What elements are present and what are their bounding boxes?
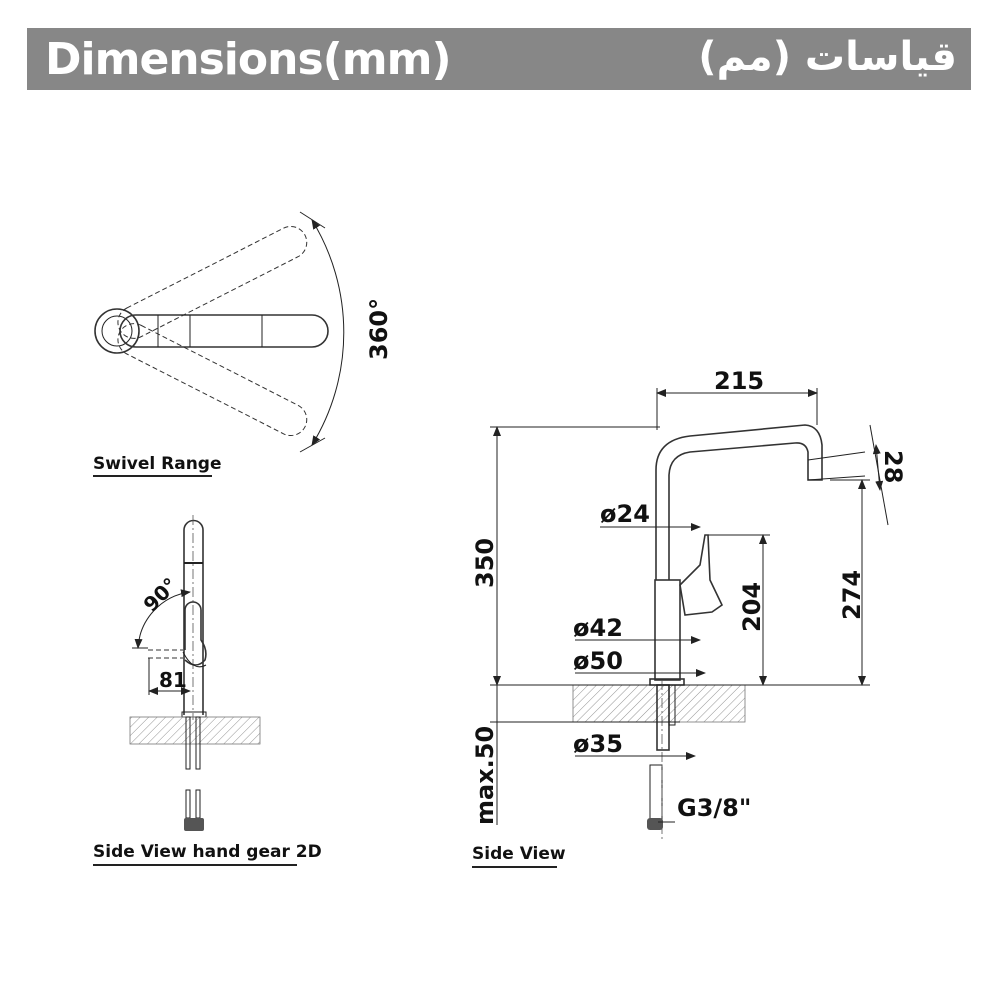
outlet-dimension: 28 <box>879 450 907 483</box>
hand-gear-offset: 81 <box>159 668 187 692</box>
lever-height-dimension: 204 <box>738 582 766 632</box>
height-dimension: 350 <box>471 538 499 588</box>
swivel-range-label: Swivel Range <box>93 454 222 474</box>
side-view-label: Side View <box>472 844 566 864</box>
side-view-drawing: 215 350 max.50 ø24 204 274 28 ø42 ø50 ø3… <box>471 367 907 868</box>
hand-gear-angle: 90° <box>139 573 183 617</box>
hole-diameter: ø35 <box>573 730 623 758</box>
title-english: Dimensions(mm) <box>45 34 452 85</box>
max-thickness-dimension: max.50 <box>471 726 499 825</box>
hand-gear-drawing: 90° 81 Side View hand gear 2D <box>93 515 322 866</box>
spout-diameter: ø24 <box>600 500 650 528</box>
base-42-diameter: ø42 <box>573 614 623 642</box>
swivel-angle: 360° <box>365 298 393 360</box>
reach-dimension: 215 <box>714 367 764 395</box>
title-arabic: قياسات (مم) <box>698 34 957 80</box>
hand-gear-label: Side View hand gear 2D <box>93 842 322 862</box>
base-50-diameter: ø50 <box>573 647 623 675</box>
connection-size: G3/8" <box>677 794 751 822</box>
spout-height-dimension: 274 <box>838 570 866 620</box>
header-bar: Dimensions(mm) قياسات (مم) <box>27 28 971 90</box>
swivel-range-drawing: 360° Swivel Range <box>93 211 393 477</box>
